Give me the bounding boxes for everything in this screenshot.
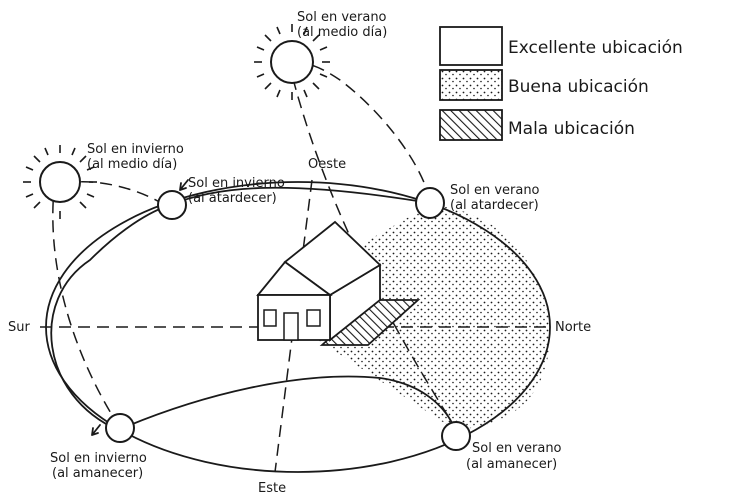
winter-sunrise-arrow-icon bbox=[91, 424, 101, 436]
summer-noon-label-line1: Sol en verano bbox=[297, 10, 387, 25]
winter-sunset-label-line1: Sol en invierno bbox=[188, 176, 285, 191]
legend-excellent-label: Excellente ubicación bbox=[508, 38, 683, 58]
summer-sunset-sun-icon bbox=[415, 187, 445, 219]
house-door bbox=[283, 312, 299, 341]
winter-noon-label-line2: (al medio día) bbox=[87, 157, 177, 172]
legend-bad-swatch bbox=[439, 109, 503, 141]
summer-sunrise-label-line2: (al amanecer) bbox=[466, 457, 557, 472]
winter-arc-dashed-2 bbox=[74, 181, 166, 206]
winter-noon-sun-icon bbox=[23, 145, 97, 219]
east-west-axis bbox=[274, 179, 313, 473]
summer-arc-dashed bbox=[299, 61, 431, 201]
winter-sunset-arrow-icon bbox=[179, 179, 189, 191]
winter-sunrise-label-line2: (al amanecer) bbox=[52, 466, 143, 481]
legend-bad-label: Mala ubicación bbox=[508, 119, 635, 139]
legend-good-swatch bbox=[439, 69, 503, 101]
summer-sunrise-sun-icon bbox=[441, 421, 471, 451]
summer-sunset-label-line1: Sol en verano bbox=[450, 183, 540, 198]
direction-south: Sur bbox=[8, 320, 30, 335]
direction-east: Este bbox=[258, 481, 286, 496]
winter-sunrise-label-line1: Sol en invierno bbox=[50, 451, 147, 466]
winter-sunset-label-line2: (al atardecer) bbox=[188, 191, 277, 206]
house-window-right bbox=[306, 309, 321, 327]
direction-north: Norte bbox=[555, 320, 591, 335]
winter-sun-path bbox=[50, 186, 431, 431]
summer-noon-label-line2: (al medio día) bbox=[297, 25, 387, 40]
winter-arc-dashed bbox=[52, 179, 121, 429]
winter-sunrise-sun-icon bbox=[105, 413, 135, 443]
house-illustration bbox=[256, 220, 421, 346]
summer-sunset-label-line2: (al atardecer) bbox=[450, 198, 539, 213]
winter-noon-label-line1: Sol en invierno bbox=[87, 142, 184, 157]
summer-sunrise-label-line1: Sol en verano bbox=[472, 441, 562, 456]
summer-sun-path bbox=[117, 375, 456, 431]
legend: Excellente ubicación Buena ubicación Mal… bbox=[439, 26, 683, 141]
legend-excellent-swatch bbox=[439, 26, 503, 66]
direction-west: Oeste bbox=[308, 157, 346, 172]
legend-good-label: Buena ubicación bbox=[508, 77, 649, 97]
summer-noon-sun-icon bbox=[254, 24, 330, 100]
house-window-left bbox=[263, 309, 277, 327]
winter-sunset-sun-icon bbox=[157, 190, 187, 220]
